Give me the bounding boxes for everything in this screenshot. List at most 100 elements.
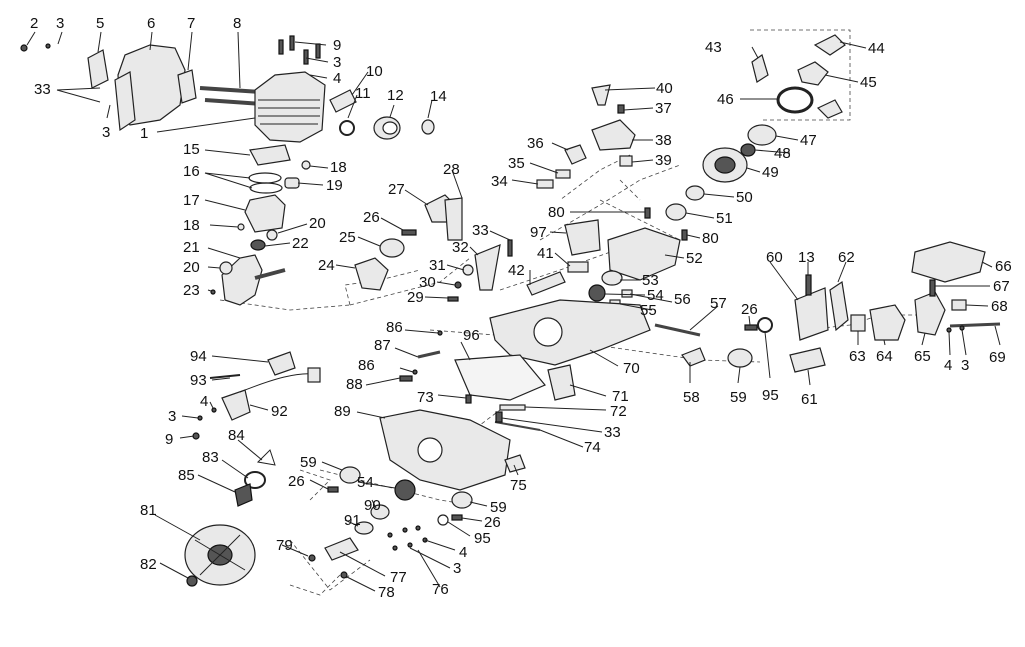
screw-78 [340,571,348,579]
callout-10: 10 [366,63,383,80]
callout-74: 74 [584,439,601,456]
ignition-coil-92 [221,389,251,421]
callout-66: 66 [995,258,1012,275]
callout-21: 21 [183,239,200,256]
nut-2 [20,44,28,52]
clutch-cover-52 [607,227,681,281]
clutch-spring-46 [776,86,814,114]
callout-90: 90 [364,497,381,514]
callout-8: 8 [233,15,241,32]
callout-3e: 3 [168,408,176,425]
callout-11: 11 [355,85,371,102]
stud-8a [199,86,261,94]
nut-56 [621,289,633,298]
needle-bearing-22 [250,239,266,251]
piston-ring-16b [249,182,283,194]
callout-23: 23 [183,282,200,299]
ring-83 [244,471,266,489]
damper-59c [451,491,473,509]
callout-65: 65 [914,348,931,365]
pipe-35 [555,169,571,179]
bracket-28 [444,197,463,241]
parts [20,34,1001,587]
callout-32: 32 [452,239,469,256]
key-23 [210,289,216,295]
pin-33b [507,239,513,257]
washer-4c [211,407,217,413]
washer-3d [959,325,965,331]
callout-12: 12 [387,87,404,104]
callout-3c: 3 [102,124,110,141]
sprocket-51 [665,203,687,221]
rear-handle-89 [379,409,511,491]
spark-plug-10 [329,89,357,113]
callout-84: 84 [228,427,245,444]
callout-59b: 59 [300,454,317,471]
callout-69: 69 [989,349,1006,366]
callout-41: 41 [537,245,554,262]
callout-57: 57 [710,295,727,312]
washer-86b [412,369,418,375]
callout-77: 77 [390,569,407,586]
callout-78: 78 [378,584,395,601]
callout-33b: 33 [472,222,489,239]
callout-34: 34 [491,173,508,190]
crankcase-70 [489,299,651,366]
callout-33a: 33 [34,81,51,98]
callout-80b: 80 [702,230,719,247]
callout-26a: 26 [363,209,380,226]
damper-59a [727,348,753,368]
callout-94: 94 [190,348,207,365]
bearing-54a [588,284,606,302]
washer-86a [437,330,443,336]
gasket-63 [850,314,866,332]
callout-4c: 4 [200,393,208,410]
callout-56: 56 [674,291,691,308]
damper-59b [339,466,361,484]
callout-54b: 54 [357,474,374,491]
gasket-15 [249,144,291,166]
elbow-65 [914,291,946,336]
washer-3e [197,415,203,421]
rod-57 [654,323,701,337]
callout-36: 36 [527,135,544,152]
plate-77 [324,537,359,561]
callout-40: 40 [656,80,673,97]
callout-26d: 26 [484,514,501,531]
air-filter-66 [911,241,986,283]
callout-52: 52 [686,250,703,267]
callout-47: 47 [800,132,817,149]
callout-37: 37 [655,100,672,117]
callout-28: 28 [443,161,460,178]
callout-72: 72 [610,403,627,420]
callout-82: 82 [140,556,157,573]
callout-4d: 4 [459,544,467,561]
seal-53 [601,270,623,286]
callout-5: 5 [96,15,104,32]
callout-59a: 59 [730,389,747,406]
block-68 [951,299,967,311]
gasket-7 [177,69,197,104]
callout-29: 29 [407,289,424,306]
callout-39: 39 [655,152,672,169]
screw-80b [681,229,688,241]
screw-26c [327,486,339,493]
callout-26b: 26 [741,301,758,318]
spring-41 [567,261,589,273]
circlip-18a [301,160,311,170]
pin-87 [417,350,441,359]
callout-64: 64 [876,348,893,365]
chain-guide-97 [564,219,601,256]
callout-20b: 20 [183,259,200,276]
callout-20a: 20 [309,215,326,232]
callout-9b: 9 [165,431,173,448]
callout-26c: 26 [288,473,305,490]
callout-85: 85 [178,467,195,484]
screw-29 [447,296,459,302]
callout-13: 13 [798,249,815,266]
callout-96: 96 [463,327,480,344]
callout-67: 67 [993,278,1010,295]
part-30 [454,281,462,289]
clutch-group-box [750,29,851,121]
